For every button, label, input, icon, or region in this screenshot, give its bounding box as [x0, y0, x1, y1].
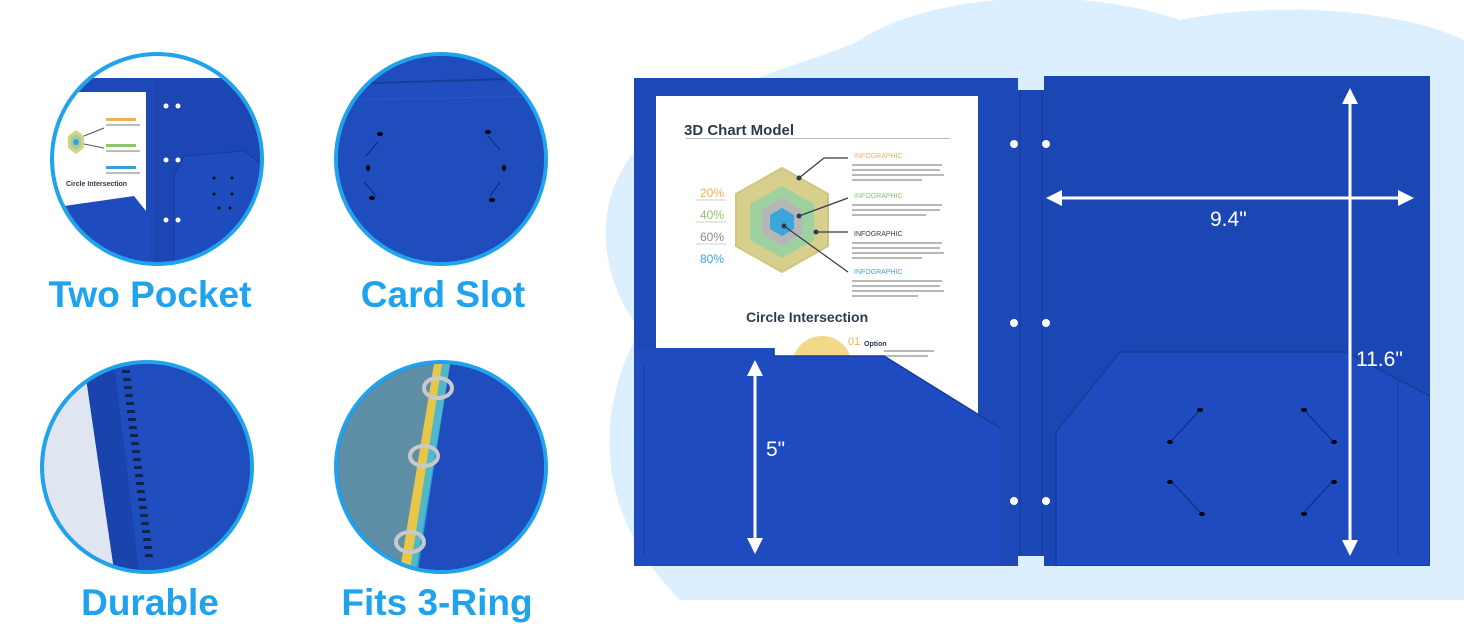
feature-label-fits-3-ring: Fits 3-Ring	[341, 582, 533, 623]
pocket-height-label: 5"	[766, 438, 786, 461]
two-pocket-illustration: Circle Intersection	[54, 56, 260, 262]
fits-3-ring-illustration	[338, 364, 544, 570]
feature-label-two-pocket: Two Pocket	[48, 274, 252, 315]
percent-label-60: 60%	[700, 230, 725, 244]
card-slot-illustration	[338, 56, 544, 262]
option-number: 01	[848, 336, 861, 348]
folder-illustration	[634, 76, 1431, 567]
percent-label-80: 80%	[700, 252, 725, 266]
percent-label-20: 20%	[700, 186, 725, 200]
durable-image	[40, 360, 254, 574]
circle-intersection-title: Circle Intersection	[746, 309, 869, 325]
infographic-label-1: INFOGRAPHIC	[854, 153, 903, 160]
infographic-label-3: INFOGRAPHIC	[854, 231, 903, 238]
folder-product-image: 3D Chart Model 20% 40% 60% 80% INFOGRAPH…	[634, 76, 1431, 567]
percent-label-40: 40%	[700, 208, 725, 222]
feature-label-durable: Durable	[81, 582, 219, 623]
chart-model-title: 3D Chart Model	[684, 122, 795, 139]
durable-illustration	[44, 364, 250, 570]
two-pocket-image: Circle Intersection	[50, 52, 264, 266]
option-label: Option	[864, 341, 887, 348]
card-slot-image	[334, 52, 548, 266]
infographic-label-2: INFOGRAPHIC	[854, 193, 903, 200]
height-dimension-label: 11.6"	[1356, 348, 1403, 371]
fits-3-ring-image	[334, 360, 548, 574]
infographic-label-4: INFOGRAPHIC	[854, 269, 903, 276]
width-dimension-label: 9.4"	[1210, 208, 1247, 231]
mini-doc-title: Circle Intersection	[66, 181, 127, 188]
feature-label-card-slot: Card Slot	[360, 274, 526, 315]
